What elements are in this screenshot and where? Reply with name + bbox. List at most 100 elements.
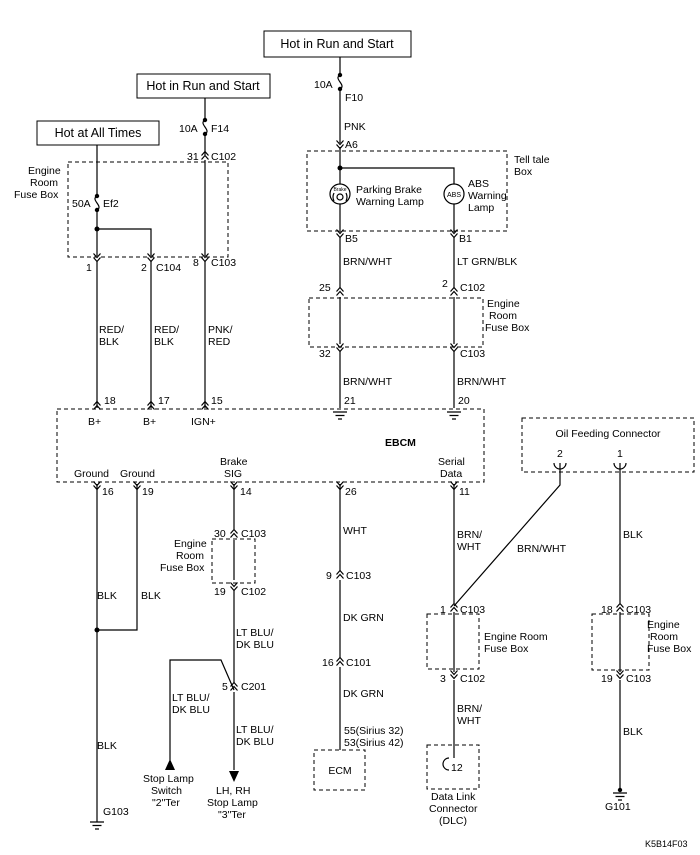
wire-blk-label-2: BLK [141, 590, 161, 602]
g101-label: G101 [605, 801, 631, 813]
c103-label-brake: C103 [241, 528, 266, 540]
hot-at-all-times-box: Hot at All Times [36, 120, 160, 146]
hot-at-all-times-label: Hot at All Times [55, 126, 142, 140]
pin-19: 19 [142, 486, 154, 498]
c102-pin2-connector [449, 286, 459, 297]
c102-label-mid: C102 [460, 282, 485, 294]
wire-lt-blu-dk-blu-label-3: LT BLU/DK BLU [236, 724, 274, 748]
pin-19-c102: 19 [214, 586, 226, 598]
ef2-rating: 50A [72, 198, 91, 210]
pin-12: 12 [451, 762, 463, 774]
wire-dk-grn-label-2: DK GRN [343, 688, 384, 700]
diagram-id: K5B14F03 [645, 839, 688, 849]
ground-terminal-2: Ground [120, 468, 155, 480]
ebcm-pin20-ground-icon [446, 411, 462, 420]
pin-9: 9 [326, 570, 332, 582]
oil-pin-1: 1 [617, 448, 623, 460]
pin-8-c103: 8 [193, 257, 199, 269]
ecm-box [313, 749, 366, 791]
pin-25: 25 [319, 282, 331, 294]
c101-label: C101 [346, 657, 371, 669]
wire-brn-wht-label-1: BRN/WHT [343, 256, 393, 268]
c103-label-top: C103 [211, 257, 236, 269]
abs-lamp-icon-text: ABS [447, 192, 461, 199]
f14-name: F14 [211, 123, 229, 135]
ecm-label: ECM [328, 765, 351, 777]
wire-lt-blu-dk-blu-label-1: LT BLU/DK BLU [236, 627, 274, 651]
g103-ground-icon [89, 821, 105, 830]
hot-in-run-start-box-a: Hot in Run and Start [136, 73, 271, 99]
c103-pin30-connector [229, 528, 239, 539]
pin-32: 32 [319, 348, 331, 360]
b-plus-terminal-2: B+ [143, 416, 156, 428]
pin-16: 16 [102, 486, 114, 498]
stop-lamp-arrow-icon [229, 771, 239, 782]
pin-19-oil: 19 [601, 673, 613, 685]
c103-label-mid: C103 [460, 348, 485, 360]
wire-brn-wht-label-4: BRN/WHT [457, 529, 482, 553]
c103-label-serial: C103 [460, 604, 485, 616]
wire-blk-label-4: BLK [623, 529, 643, 541]
wire-brn-wht-label-3: BRN/WHT [457, 376, 507, 388]
brake-lamp-icon-text: Brake [333, 187, 346, 193]
c103-pin18-connector [615, 602, 625, 613]
wire-dk-grn-label-1: DK GRN [343, 612, 384, 624]
pin-14: 14 [240, 486, 252, 498]
ef2-name: Ef2 [103, 198, 119, 210]
wire-lt-grn-blk-label: LT GRN/BLK [457, 256, 517, 268]
wire-lt-blu-dk-blu-label-2: LT BLU/DK BLU [172, 692, 210, 716]
ebcm-box [56, 408, 485, 483]
pin-18-oil: 18 [601, 604, 613, 616]
c103-label-oil-top: C103 [626, 604, 651, 616]
oil-pin-2: 2 [557, 448, 563, 460]
engine-room-fuse-box-brake [211, 538, 256, 584]
wire-wht-label: WHT [343, 525, 367, 537]
ecm-pins-label: 55(Sirius 32)53(Sirius 42) [344, 725, 404, 749]
wire-blk-label-3: BLK [97, 740, 117, 752]
hot-run-start-label-a: Hot in Run and Start [146, 79, 260, 93]
pin-17: 17 [158, 395, 170, 407]
pin-1-c103: 1 [440, 604, 446, 616]
wire-blk-label-5: BLK [623, 726, 643, 738]
ign-plus-terminal: IGN+ [191, 416, 216, 428]
oil-pin-1-icon [613, 462, 627, 470]
c103-pin32-connector [335, 342, 345, 353]
top-wiring [94, 57, 455, 408]
pin-18: 18 [104, 395, 116, 407]
c103-label-oil-bottom: C103 [626, 673, 651, 685]
tell-tale-box [306, 150, 508, 232]
pin-1-c104: 1 [86, 262, 92, 274]
dlc-box [426, 744, 480, 790]
f10-rating: 10A [314, 79, 333, 91]
pin-31: 31 [187, 151, 199, 163]
parking-brake-warning-lamp: Brake [329, 183, 351, 205]
wire-brn-wht-label-5: BRN/WHT [517, 543, 567, 555]
engine-room-fuse-box-serial [426, 613, 480, 670]
pin-2-c102: 2 [442, 278, 448, 290]
c103-pin9-connector [335, 569, 345, 580]
g101-ground-icon [612, 792, 628, 801]
pin-11: 11 [459, 486, 470, 498]
abs-warning-lamp: ABS [443, 183, 465, 205]
a6-label: A6 [345, 139, 358, 151]
ground-terminal-1: Ground [74, 468, 109, 480]
pin-26: 26 [345, 486, 357, 498]
engine-room-fuse-box-mid [308, 297, 484, 348]
dlc-pin-icon [442, 757, 450, 771]
pin-16-c101: 16 [322, 657, 334, 669]
pin-2-c104: 2 [141, 262, 147, 274]
pin-21: 21 [344, 395, 356, 407]
oil-feeding-connector-label: Oil Feeding Connector [555, 428, 661, 440]
wire-brn-wht-label-6: BRN/WHT [457, 703, 482, 727]
b-plus-terminal-1: B+ [88, 416, 101, 428]
f14-rating: 10A [179, 123, 198, 135]
